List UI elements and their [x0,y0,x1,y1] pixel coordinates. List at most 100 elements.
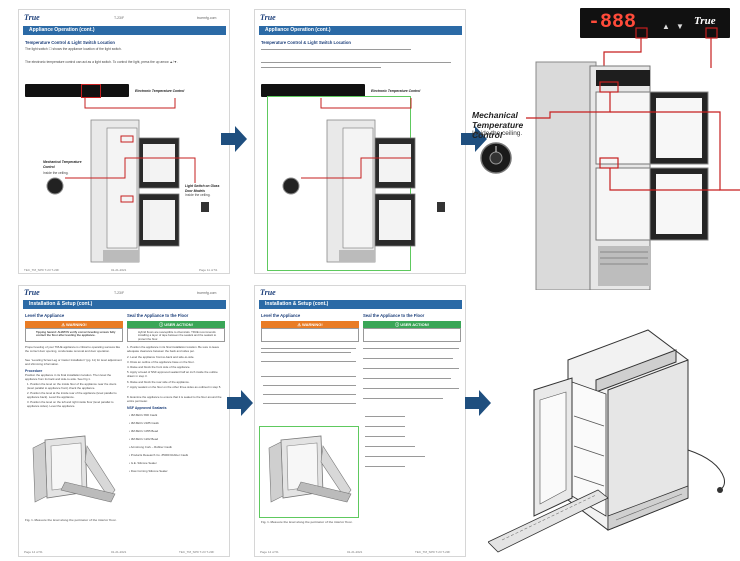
electronic-control-label: Electronic Temperature Control [371,89,421,93]
refrigerator-zoom-diagram [480,27,740,290]
up-arrow-icon: ▲ [662,22,670,31]
user-action-header: ⓘ USER ACTION! [127,321,225,328]
warning-box: Tipping hazard: ALWAYS verify correct le… [25,328,123,342]
page-thumbnail-top-middle: True Appliance Operation (cont.) Tempera… [254,9,466,274]
step-item: 1. Position the appliance in its final i… [127,345,220,353]
text-line [261,67,381,69]
step-item: 2. Level the appliance front-to-back and… [127,355,195,359]
figure-caption: Fig. 1. Measure the level along the peri… [261,520,353,524]
warning-box [261,328,359,342]
body-paragraph-2: See “Leveling Screw Leg or Castor Instal… [25,358,122,366]
step-item: 1. Position the level on the inside floo… [27,382,117,390]
footer-left: Page 14 of 51 [260,550,279,554]
procedure-heading: Procedure [25,369,43,373]
right-arrow-icon [221,126,247,152]
mechanical-control-label: Mechanical Temperature Control [43,160,82,169]
step-item: 6. Raise and block the rear side of the … [127,380,190,384]
left-section-heading: Level the Appliance [261,313,301,318]
sealant-item: • 3M #ECU 1055 Bead [129,429,159,433]
text-line [261,348,356,350]
text-line [363,348,459,350]
light-switch-sub: Inside the ceiling. [185,193,211,197]
figure-caption: Fig. 1. Measure the level along the peri… [25,518,117,522]
warning-text: Tipping hazard: ALWAYS verify correct le… [36,330,116,338]
section-title-bar: Installation & Setup (cont.) [259,300,462,309]
text-line [263,394,356,396]
text-line [363,388,459,390]
info-icon: ⓘ [159,322,165,327]
footer-mid: 01-21-2021 [111,268,127,272]
footer-right: TEC_TM_SPD T-23 T-23F [415,550,451,554]
text-line [365,416,405,418]
step-item: 2. Position the level at the inside rear… [27,391,117,399]
text-line [261,62,451,64]
step-item: 3. Draw an outline of the appliance base… [127,360,195,364]
header-site: truemfg.com [197,291,217,295]
step-item: 5. Apply a bead of NSF approved sealant … [127,370,218,378]
text-line [365,446,415,448]
sealant-item: • Products Research Co. #5000 Rubber Cau… [129,453,189,457]
page-thumbnail-top-left: True T-23/F truemfg.com Appliance Operat… [18,9,230,274]
mechanical-control-sub: Inside the ceiling. [472,130,523,137]
footer-right: Page 11 of 51 [199,268,218,272]
section-title-bar: Appliance Operation (cont.) [23,26,226,35]
body-paragraph-2: The electronic temperature control can a… [25,60,178,64]
section-heading: Temperature Control & Light Switch Locat… [25,40,115,45]
right-arrow-icon [227,390,253,416]
right-section-heading: Seal the Appliance to the Floor [363,313,425,318]
right-arrow-icon [461,126,487,152]
warning-icon: ⚠ [61,322,67,327]
text-line [263,403,356,405]
sealant-item: • 3M #ECU 2185 Caulk [129,421,159,425]
header-model: T-23/F [114,16,125,20]
footer-left: Page 14 of 51 [24,550,43,554]
user-action-title: USER ACTION! [400,322,429,327]
body-paragraph-1: Proper leveling of your TRUE appliance i… [25,345,121,353]
sealant-item: • Armstrong Cork – Rubber Caulk [129,445,172,449]
warning-title: WARNING! [66,322,87,327]
nsf-heading: NSF Approved Sealants [127,406,167,410]
sealant-item: • Dow Corning Silicone Sealer [129,469,168,473]
zoomed-detail: -888 ▲ ▼ True Mechanical Te [470,0,740,290]
sealant-item: • 3M #ECU 1202 Bead [129,437,159,441]
header-site: truemfg.com [197,16,217,20]
page-thumbnail-bottom-left: True T-23/F truemfg.com Installation & S… [18,285,230,557]
user-action-title: USER ACTION! [164,322,193,327]
body-paragraph-1: The light switch ☐ shows the appliance l… [25,47,122,51]
text-line [363,378,451,380]
electronic-control-panel [261,84,365,97]
section-title-bar: Appliance Operation (cont.) [259,26,462,35]
highlight-frame [259,426,359,518]
electronic-control-label: Electronic Temperature Control [135,89,185,93]
left-section-heading: Level the Appliance [25,313,65,318]
text-line [263,385,356,387]
text-line [261,361,356,363]
mechanical-control-label: Mechanical Temperature Control [472,110,524,140]
electronic-control-display: -888 ▲ ▼ True [580,8,730,38]
leveling-figure [268,435,352,503]
sealant-item: • G.E. Silicone Sealer [129,461,157,465]
step-item: 3. Position the level on the left and ri… [27,400,114,408]
user-action-header: ⓘ USER ACTION! [363,321,461,328]
step-item: 8. Examine the appliance to ensure that … [127,395,222,403]
page-thumbnail-bottom-middle: True Installation & Setup (cont.) Level … [254,285,466,557]
true-logo: True [24,288,40,297]
electronic-control-panel [25,84,129,97]
section-heading: Temperature Control & Light Switch Locat… [261,40,351,45]
text-line [261,376,356,378]
header-model: T-23/F [114,291,125,295]
procedure-intro: Position the appliance in its final inst… [25,373,112,381]
true-logo: True [260,13,276,22]
isometric-refrigerator-drawing [488,329,725,553]
footer-right: TEC_TM_SPD T-23 T-23F [179,550,215,554]
warning-header: ⚠ WARNING! [261,321,359,328]
text-line [363,368,459,370]
user-action-box: Hybrid floors are susceptible to chemica… [127,328,225,342]
mechanical-control-sub: Inside the ceiling. [43,171,69,175]
callout-box [81,84,101,98]
light-switch-label: Light Switch on Glass Door Models [185,184,220,193]
text-line [363,398,443,400]
true-logo: True [694,15,716,27]
info-icon: ⓘ [395,322,401,327]
text-line [365,426,405,428]
